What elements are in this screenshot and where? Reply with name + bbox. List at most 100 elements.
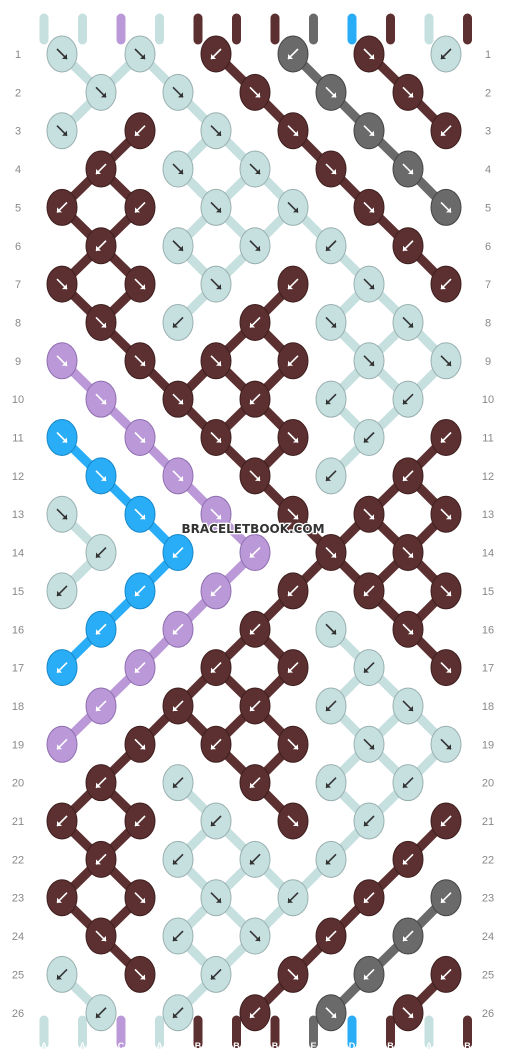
knot xyxy=(315,73,347,111)
knot xyxy=(430,112,462,150)
row-number: 5 xyxy=(15,202,21,214)
knot xyxy=(239,380,271,418)
knot xyxy=(277,572,309,610)
arrowhead-icon xyxy=(216,360,221,366)
row-number: 26 xyxy=(482,1008,494,1020)
row-number: 4 xyxy=(485,164,491,176)
knot xyxy=(315,457,347,495)
arrowhead-icon xyxy=(326,705,331,711)
knot xyxy=(162,610,194,648)
string-label: C xyxy=(118,1041,125,1051)
knot xyxy=(200,802,232,840)
arrowhead-icon xyxy=(211,54,216,59)
arrowhead-icon xyxy=(408,92,413,98)
arrowhead-icon xyxy=(57,821,62,826)
knot xyxy=(200,188,232,226)
arrowhead-icon xyxy=(178,399,183,405)
knot xyxy=(124,802,156,840)
knot xyxy=(277,265,309,303)
knot xyxy=(46,419,78,456)
arrowhead-icon xyxy=(403,859,408,865)
knot xyxy=(315,917,347,955)
arrowhead-icon xyxy=(255,475,260,481)
arrowhead-icon xyxy=(178,475,183,481)
arrowhead-icon xyxy=(135,590,140,596)
arrowhead-icon xyxy=(96,1012,101,1018)
string-label: A xyxy=(426,1041,433,1051)
row-number: 15 xyxy=(12,586,24,598)
knot xyxy=(315,610,347,648)
arrowhead-icon xyxy=(173,782,178,788)
arrowhead-icon xyxy=(293,437,298,443)
string-label: A xyxy=(156,1041,163,1051)
string-label: B xyxy=(233,4,240,14)
watermark-text: BRACELETBOOK.COM xyxy=(181,522,324,536)
knot xyxy=(353,419,385,456)
knot xyxy=(85,610,117,648)
string-label: B xyxy=(387,1041,394,1051)
row-number: 9 xyxy=(485,356,491,368)
knot xyxy=(85,534,117,572)
arrowhead-icon xyxy=(441,974,446,980)
row-number: 9 xyxy=(15,356,21,368)
arrowhead-icon xyxy=(216,130,221,136)
knot xyxy=(239,764,271,802)
knot xyxy=(277,495,309,533)
string-label: B xyxy=(195,1041,202,1051)
arrowhead-icon xyxy=(140,284,145,290)
knot xyxy=(85,227,117,265)
knot xyxy=(124,35,156,73)
knot xyxy=(239,534,271,572)
arrowhead-icon xyxy=(364,974,369,980)
knot xyxy=(353,342,385,380)
row-number: 4 xyxy=(15,164,21,176)
row-number: 3 xyxy=(485,126,491,138)
arrowhead-icon xyxy=(62,284,67,290)
row-number: 22 xyxy=(12,854,24,866)
knot xyxy=(239,994,271,1032)
arrowhead-icon xyxy=(255,245,260,251)
knot xyxy=(353,879,385,917)
arrowhead-icon xyxy=(288,54,293,59)
arrowhead-icon xyxy=(441,821,446,826)
arrowhead-icon xyxy=(250,1012,255,1018)
knot xyxy=(124,879,156,917)
arrowhead-icon xyxy=(96,245,101,251)
knot xyxy=(200,35,232,73)
knot xyxy=(277,188,309,226)
row-number: 25 xyxy=(12,969,24,981)
arrowhead-icon xyxy=(369,284,374,290)
arrowhead-icon xyxy=(293,744,298,750)
row-number: 26 xyxy=(12,1008,24,1020)
knot xyxy=(85,150,117,188)
knot xyxy=(277,112,309,150)
string-label: B xyxy=(272,1041,279,1051)
knot xyxy=(315,303,347,341)
row-number: 21 xyxy=(482,816,494,828)
arrowhead-icon xyxy=(140,54,145,59)
knot xyxy=(277,342,309,380)
knot xyxy=(85,457,117,495)
knot xyxy=(392,917,424,955)
arrowhead-icon xyxy=(216,437,221,443)
arrowhead-icon xyxy=(408,705,413,711)
arrowhead-icon xyxy=(211,821,216,826)
knot xyxy=(46,188,78,226)
arrowhead-icon xyxy=(364,667,369,673)
arrowhead-icon xyxy=(446,514,451,520)
knot xyxy=(430,188,462,226)
row-number: 11 xyxy=(482,433,493,445)
knot xyxy=(124,649,156,687)
knot xyxy=(46,112,78,150)
row-number: 12 xyxy=(482,471,494,483)
string-label: E xyxy=(310,4,316,14)
knot xyxy=(353,265,385,303)
arrowhead-icon xyxy=(140,744,145,750)
row-number: 8 xyxy=(15,317,21,329)
arrowhead-icon xyxy=(408,169,413,175)
knot xyxy=(200,879,232,917)
arrowhead-icon xyxy=(369,207,374,213)
arrowhead-icon xyxy=(57,974,62,980)
string-label: E xyxy=(310,1041,316,1051)
